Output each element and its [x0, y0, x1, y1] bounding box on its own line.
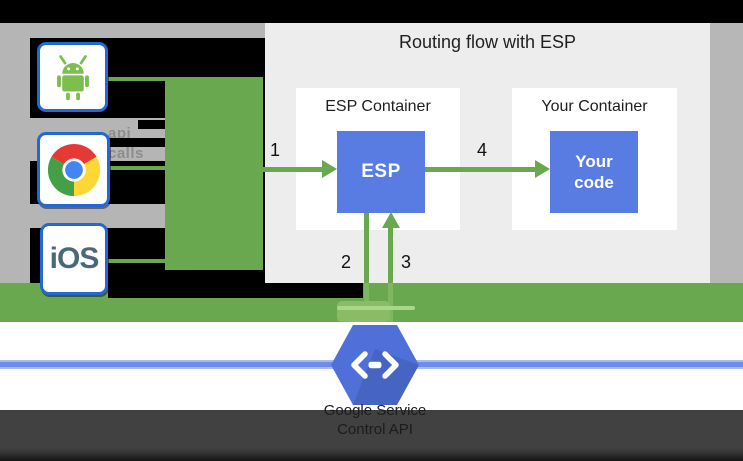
your-container-label: Your Container	[541, 98, 648, 115]
api-calls-line1: api	[108, 125, 132, 142]
arrow-1-head-icon	[322, 160, 337, 178]
arrow-4-line	[425, 167, 535, 172]
arrow-2-line	[364, 213, 369, 283]
your-code-box: Your code	[550, 131, 638, 213]
step-4-label: 4	[477, 140, 488, 160]
api-calls-line2: calls	[108, 145, 144, 163]
step-1-label: 1	[270, 140, 281, 160]
cloud-endpoints-hexagon-icon	[331, 323, 419, 407]
step-2-label: 2	[341, 252, 352, 272]
chrome-client-box	[37, 132, 110, 207]
arrow-3-line	[388, 228, 393, 283]
chrome-connector-line	[110, 166, 165, 170]
black-patch	[138, 120, 165, 129]
service-caption-line1: Google Service	[323, 402, 427, 419]
android-icon	[56, 55, 89, 101]
service-control-caption: Google Service Control API	[275, 402, 475, 440]
esp-box-label: ESP	[361, 161, 401, 182]
android-connector-line	[108, 77, 165, 81]
arrow-3-head-icon	[382, 212, 400, 228]
android-client-box	[37, 42, 108, 112]
green-highlight-rect	[337, 301, 390, 322]
arrow-1-line	[253, 167, 322, 172]
ios-label: iOS	[49, 242, 100, 275]
api-calls-label: api calls	[108, 124, 168, 165]
service-caption-line2: Control API	[337, 420, 413, 438]
green-highlight-line	[337, 306, 415, 310]
black-patch	[95, 138, 165, 147]
esp-container-label: ESP Container	[325, 98, 431, 115]
panel-title: Routing flow with ESP	[398, 32, 577, 52]
right-gray-strip	[710, 23, 743, 283]
top-gray-strip	[0, 23, 265, 38]
ios-client-box: iOS	[40, 223, 108, 295]
bottom-dark-bar	[0, 410, 743, 461]
your-code-line2: code	[574, 173, 614, 192]
your-code-line1: Your	[575, 151, 613, 171]
ios-connector-line	[108, 259, 165, 263]
step-3-label: 3	[401, 252, 412, 272]
arrow-3-line-over-bar	[388, 283, 393, 322]
your-code-label: Your code	[574, 151, 614, 194]
chrome-icon	[47, 143, 100, 196]
arrow-4-head-icon	[535, 160, 550, 178]
esp-box: ESP	[337, 131, 425, 213]
